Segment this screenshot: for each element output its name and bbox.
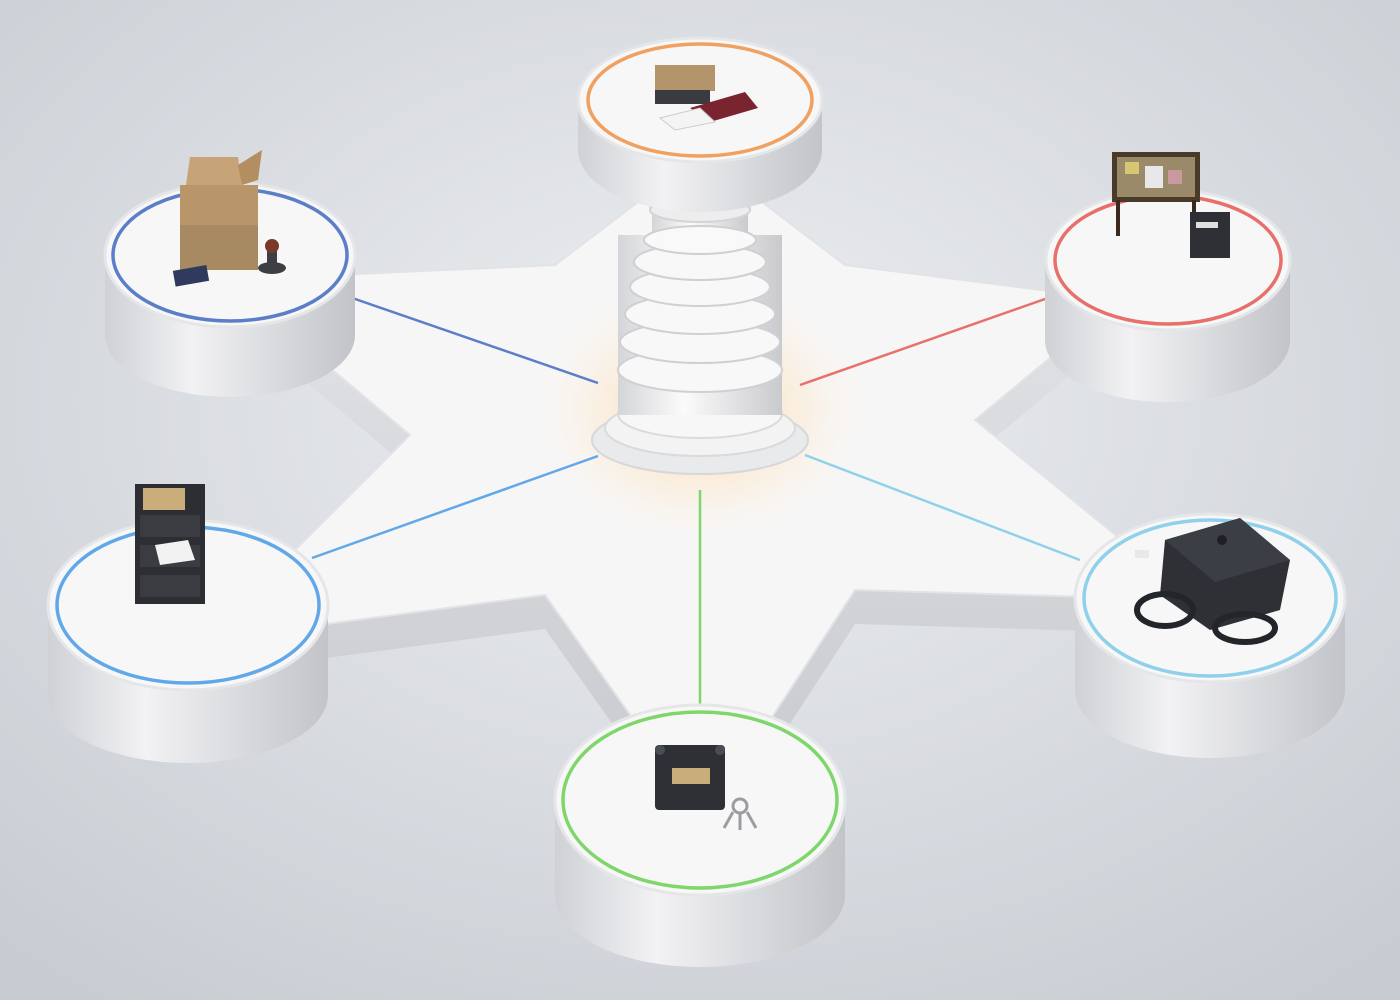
node-lower-left[interactable] xyxy=(46,484,330,763)
filing-cabinet-icon xyxy=(135,484,205,604)
spoke-upper-left xyxy=(334,290,599,385)
node-upper-right[interactable] xyxy=(1044,152,1292,403)
node-lower-right-ring xyxy=(1082,518,1338,678)
spoke-lower-left xyxy=(311,454,599,560)
books-and-papers-icon xyxy=(655,65,758,131)
spoke-lower-right xyxy=(804,453,1081,562)
node-top-ring xyxy=(586,42,814,158)
node-upper-left[interactable] xyxy=(103,150,357,397)
cardboard-boxes-and-stamp-icon xyxy=(172,150,286,287)
bulletin-board-and-safe-icon xyxy=(1112,152,1230,258)
node-lower-right[interactable] xyxy=(1073,512,1347,758)
server-case-with-cables-icon xyxy=(1134,518,1290,645)
node-bottom-ring xyxy=(561,710,839,890)
spoke-upper-right xyxy=(799,290,1066,387)
node-bottom[interactable] xyxy=(553,703,847,967)
spokes xyxy=(311,165,1081,710)
node-top[interactable] xyxy=(576,36,824,212)
lockbox-and-keys-icon xyxy=(655,745,758,830)
